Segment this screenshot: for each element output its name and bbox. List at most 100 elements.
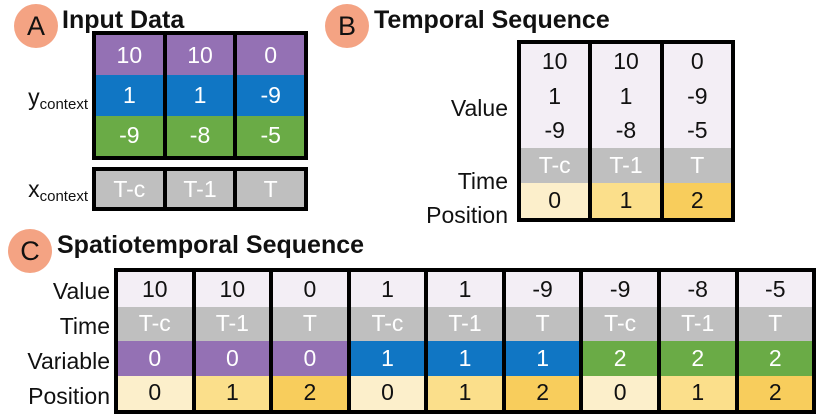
y-context-label: ycontext xyxy=(4,84,88,113)
table-column: 10 1 -8 xyxy=(166,35,238,156)
table-cell: -9 xyxy=(583,272,657,307)
table-cell: 1 xyxy=(96,75,163,116)
table-cell: 0 xyxy=(195,341,270,376)
table-cell: T-1 xyxy=(166,171,234,207)
table-cell: T-1 xyxy=(428,306,502,341)
table-column: -9 T-c 2 0 xyxy=(583,272,661,410)
table-cell: 0 xyxy=(350,375,425,410)
panel-c-grid: 10 T-c 0 0 10 T-1 0 1 0 T 0 2 1 T-c 1 0 … xyxy=(114,268,816,414)
table-cell: 2 xyxy=(505,375,580,410)
table-cell: 10 xyxy=(521,44,589,79)
table-column: -8 T-1 2 1 xyxy=(660,272,739,410)
table-cell: 2 xyxy=(273,375,347,410)
table-cell: 2 xyxy=(738,341,813,376)
panel-badge-c: C xyxy=(8,229,52,273)
panel-badge-a: A xyxy=(14,4,58,48)
table-cell: 1 xyxy=(521,78,589,114)
table-column: 1 T-1 1 1 xyxy=(428,272,506,410)
table-cell: 1 xyxy=(428,272,502,307)
table-cell: -9 xyxy=(505,272,580,307)
y-context-subscript: context xyxy=(39,96,88,113)
table-cell: T xyxy=(663,148,731,184)
table-cell: -8 xyxy=(166,115,234,156)
x-context-base: x xyxy=(28,176,40,202)
table-column: T-1 xyxy=(166,171,238,207)
table-cell: 0 xyxy=(583,375,657,410)
table-cell: 2 xyxy=(583,341,657,376)
table-cell: 2 xyxy=(738,375,813,410)
y-context-base: y xyxy=(28,84,40,110)
table-cell: T-1 xyxy=(660,306,735,341)
table-column: 10 T-c 0 0 xyxy=(118,272,196,410)
table-cell: -5 xyxy=(738,272,813,307)
table-cell: -8 xyxy=(592,113,660,149)
table-cell: -5 xyxy=(237,115,305,156)
table-cell: 10 xyxy=(195,272,270,307)
table-column: 0 -9 -5 xyxy=(237,35,305,156)
table-column: 10 T-1 0 1 xyxy=(195,272,274,410)
panel-c-row-label-variable: Variable xyxy=(27,348,110,374)
table-cell: T xyxy=(273,306,347,341)
table-cell: 2 xyxy=(660,341,735,376)
panel-b-row-label-position: Position xyxy=(426,202,508,228)
table-cell: T xyxy=(505,306,580,341)
panel-c-row-label-position: Position xyxy=(28,383,110,409)
panel-a-y-context-grid: 10 1 -9 10 1 -8 0 -9 -5 xyxy=(92,31,308,160)
table-cell: T xyxy=(237,171,305,207)
table-cell: 1 xyxy=(660,375,735,410)
table-column: 0 -9 -5 T 2 xyxy=(663,44,731,218)
table-cell: T xyxy=(738,306,813,341)
table-cell: 1 xyxy=(428,375,502,410)
table-column: 0 T 0 2 xyxy=(273,272,351,410)
table-cell: -9 xyxy=(521,113,589,149)
x-context-label: xcontext xyxy=(4,176,88,205)
table-cell: 0 xyxy=(663,44,731,79)
table-cell: 1 xyxy=(350,272,425,307)
table-cell: 1 xyxy=(592,183,660,218)
table-column: -9 T 1 2 xyxy=(505,272,584,410)
table-cell: 2 xyxy=(663,183,731,218)
panel-c-row-label-time: Time xyxy=(59,313,110,339)
table-cell: 1 xyxy=(195,375,270,410)
table-cell: T-1 xyxy=(195,306,270,341)
panel-title-c: Spatiotemporal Sequence xyxy=(57,231,365,259)
table-cell: T-c xyxy=(583,306,657,341)
table-cell: -9 xyxy=(237,75,305,116)
panel-title-b: Temporal Sequence xyxy=(374,6,610,34)
table-cell: 1 xyxy=(350,341,425,376)
table-cell: 0 xyxy=(118,341,192,376)
table-cell: 1 xyxy=(592,78,660,114)
panel-b-grid: 10 1 -9 T-c 0 10 1 -8 T-1 1 0 -9 -5 T 2 xyxy=(517,40,735,222)
table-cell: T-c xyxy=(521,148,589,184)
table-column: 1 T-c 1 0 xyxy=(350,272,429,410)
table-column: T xyxy=(237,171,305,207)
table-cell: 10 xyxy=(592,44,660,79)
table-cell: -8 xyxy=(660,272,735,307)
table-cell: 10 xyxy=(118,272,192,307)
table-cell: -9 xyxy=(96,115,163,156)
panel-b-row-label-value: Value xyxy=(450,95,508,121)
table-cell: 0 xyxy=(273,341,347,376)
panel-c-row-label-value: Value xyxy=(52,278,110,304)
table-cell: 0 xyxy=(237,35,305,76)
table-cell: 0 xyxy=(521,183,589,218)
table-cell: T-c xyxy=(118,306,192,341)
table-cell: -9 xyxy=(663,78,731,114)
table-cell: 0 xyxy=(273,272,347,307)
table-cell: T-c xyxy=(350,306,425,341)
panel-c-row-labels: Value Time Variable Position xyxy=(0,274,110,414)
panel-a-x-context-grid: T-c T-1 T xyxy=(92,167,308,211)
panel-title-a: Input Data xyxy=(62,6,185,34)
table-column: 10 1 -9 xyxy=(96,35,167,156)
table-cell: 1 xyxy=(166,75,234,116)
table-column: T-c xyxy=(96,171,167,207)
table-cell: 1 xyxy=(428,341,502,376)
table-cell: 10 xyxy=(166,35,234,76)
panel-b-row-label-time: Time xyxy=(457,168,508,194)
table-cell: T-1 xyxy=(592,148,660,184)
table-cell: 0 xyxy=(118,375,192,410)
table-column: -5 T 2 2 xyxy=(738,272,813,410)
table-column: 10 1 -9 T-c 0 xyxy=(521,44,593,218)
table-cell: T-c xyxy=(96,171,163,207)
